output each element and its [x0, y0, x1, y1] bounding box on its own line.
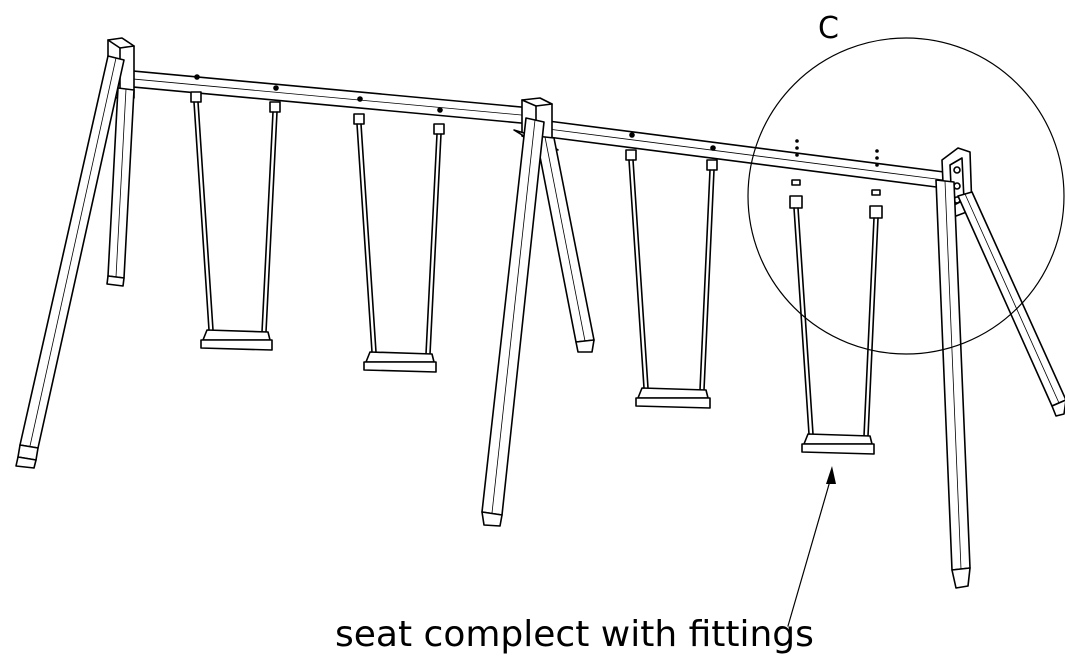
detail-marker-label: C — [818, 11, 839, 46]
swing-3 — [625, 149, 718, 409]
swing-1 — [190, 91, 281, 351]
top-beam-left — [121, 69, 533, 125]
callout-leader — [787, 466, 836, 627]
left-a-frame — [15, 37, 135, 469]
detail-circle-c — [747, 37, 1065, 355]
beam-fitting-dots — [194, 74, 879, 167]
top-beam-right — [547, 120, 945, 189]
right-a-frame — [935, 147, 1065, 589]
middle-a-frame — [481, 97, 595, 527]
swing-4 — [789, 179, 883, 455]
swing-2 — [353, 113, 445, 373]
callout-label: seat complect with fittings — [335, 614, 814, 655]
